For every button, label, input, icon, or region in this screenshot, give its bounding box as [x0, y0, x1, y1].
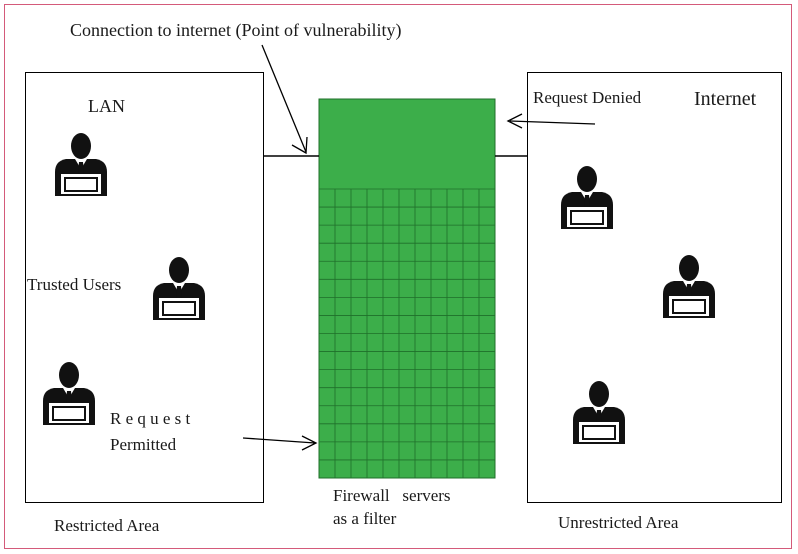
internet-label: Internet: [694, 88, 757, 110]
connection-label: Connection to internet (Point of vulnera…: [70, 20, 402, 40]
request-denied-arrow: [506, 113, 596, 129]
request-denied-label: Request Denied: [533, 88, 642, 107]
user-icon-internet-2: [663, 255, 715, 318]
request-label: R e q u e s t: [110, 409, 191, 428]
user-icon-lan-3: [43, 362, 95, 425]
restricted-area-box: [25, 72, 264, 503]
permitted-label: Permitted: [110, 435, 177, 454]
user-icon-lan-1: [55, 133, 107, 196]
restricted-area-label: Restricted Area: [54, 516, 160, 535]
unrestricted-area-box: [527, 72, 782, 503]
user-icon-lan-2: [153, 257, 205, 320]
lan-label: LAN: [88, 96, 125, 116]
firewall-outline: [318, 98, 496, 479]
firewall-label-line2: as a filter: [333, 509, 397, 528]
firewall-grid-lines: [319, 188, 495, 479]
diagram-frame: [4, 4, 792, 549]
user-icon-internet-1: [561, 166, 613, 229]
vulnerability-arrow: [261, 44, 308, 155]
user-icon-internet-3: [573, 381, 625, 444]
unrestricted-area-label: Unrestricted Area: [558, 513, 679, 532]
request-permitted-arrow: [242, 435, 318, 451]
firewall-label-line1: Firewall servers: [333, 486, 451, 505]
trusted-users-label: Trusted Users: [27, 275, 122, 294]
firewall-header-block: [319, 99, 495, 189]
